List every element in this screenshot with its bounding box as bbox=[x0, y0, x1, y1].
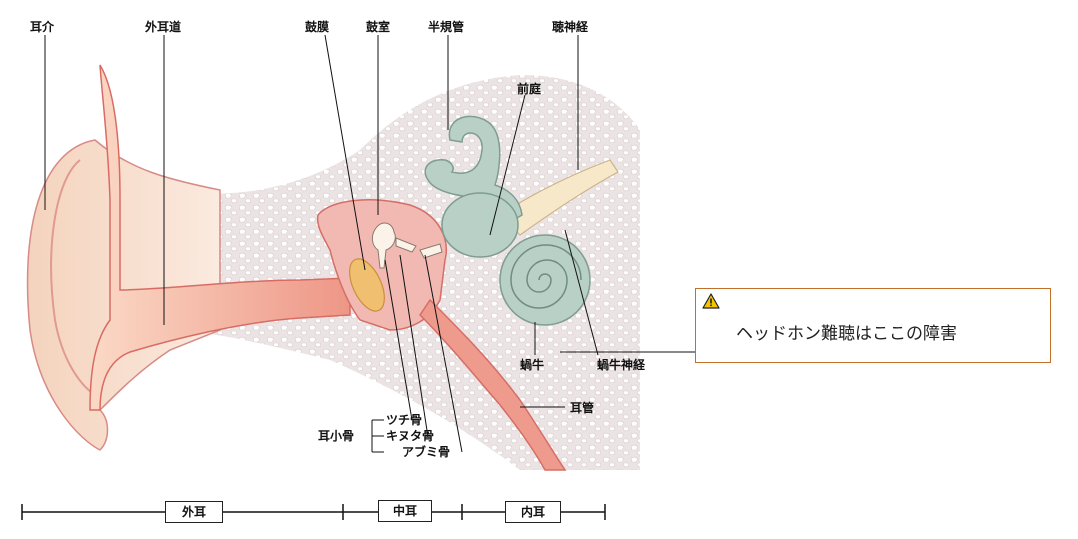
ear-canal-shape bbox=[89, 64, 351, 411]
auditory-nerve-shape bbox=[499, 159, 619, 236]
ossicles-shape bbox=[371, 222, 443, 269]
label-malleus: ツチ骨 bbox=[386, 413, 423, 427]
label-vestibule: 前庭 bbox=[517, 82, 542, 96]
label-ossicles: 耳小骨 bbox=[318, 429, 355, 443]
eustachian-tube-shape bbox=[419, 298, 567, 471]
scale-label-outer-ear: 外耳 bbox=[165, 501, 223, 523]
eardrum-shape bbox=[349, 258, 385, 312]
warning-icon bbox=[702, 293, 720, 309]
leader-lines bbox=[44, 34, 695, 453]
label-auditory-nerve: 聴神経 bbox=[552, 20, 589, 34]
label-semicircular-canals: 半規管 bbox=[428, 20, 465, 34]
warning-callout: ヘッドホン難聴はここの障害 bbox=[695, 288, 1051, 363]
scale-label-inner-ear: 内耳 bbox=[505, 501, 561, 523]
vestibule-shape bbox=[441, 192, 519, 258]
label-eardrum: 鼓膜 bbox=[305, 20, 330, 34]
label-tympanic-cavity: 鼓室 bbox=[366, 20, 391, 34]
label-ear-canal: 外耳道 bbox=[145, 20, 182, 34]
label-cochlea: 蝸牛 bbox=[520, 358, 545, 372]
cochlea-spiral bbox=[510, 244, 582, 309]
cochlea-shape bbox=[499, 234, 591, 326]
label-cochlear-nerve: 蝸牛神経 bbox=[597, 358, 646, 372]
pinna-inner bbox=[50, 159, 96, 396]
label-eustachian-tube: 耳管 bbox=[570, 401, 595, 415]
label-pinna: 耳介 bbox=[30, 20, 55, 34]
scale-label-middle-ear: 中耳 bbox=[378, 500, 432, 522]
label-incus: キヌタ骨 bbox=[386, 429, 435, 443]
callout-text: ヘッドホン難聴はここの障害 bbox=[736, 324, 957, 344]
label-stapes: アブミ骨 bbox=[402, 445, 451, 459]
